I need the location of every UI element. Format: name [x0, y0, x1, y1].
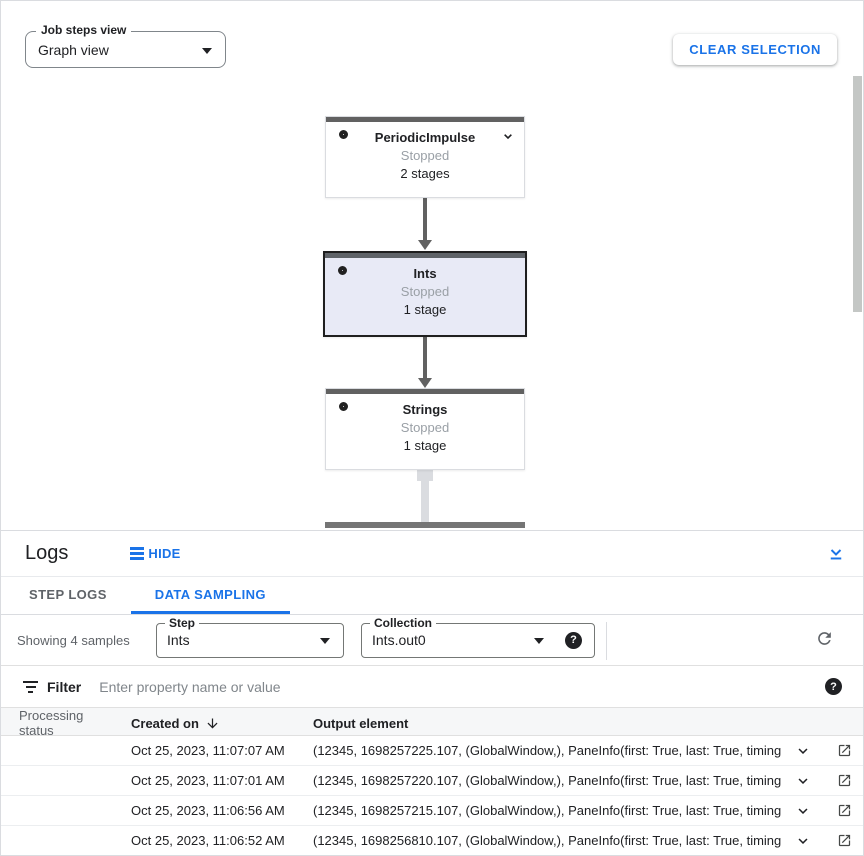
vertical-divider	[606, 622, 607, 660]
table-row[interactable]: Oct 25, 2023, 11:07:01 AM (12345, 169825…	[1, 766, 863, 796]
graph-node-strings[interactable]: Strings Stopped 1 stage	[325, 388, 525, 470]
dropdown-arrow-icon	[534, 638, 544, 644]
node-stage-count: 1 stage	[403, 302, 447, 317]
created-on-cell: Oct 25, 2023, 11:06:56 AM	[131, 803, 285, 818]
output-element-cell: (12345, 1698257215.107, (GlobalWindow,),…	[313, 803, 781, 818]
step-select[interactable]: Step Ints	[156, 615, 344, 658]
expand-row-icon[interactable]	[781, 832, 825, 850]
hide-panel-icon	[130, 547, 145, 560]
partial-node-top-bar	[325, 522, 525, 528]
node-title: Ints	[413, 266, 437, 281]
node-stage-count: 1 stage	[403, 438, 447, 453]
help-icon[interactable]: ?	[825, 678, 842, 695]
created-on-cell: Oct 25, 2023, 11:06:52 AM	[131, 833, 285, 848]
filter-bar: Filter ?	[1, 666, 863, 708]
col-created-on[interactable]: Created on	[113, 716, 295, 731]
samples-summary: Showing 4 samples	[17, 632, 130, 648]
node-status: Stopped	[400, 420, 450, 435]
graph-edge-arrowhead	[418, 240, 432, 250]
collection-select[interactable]: Collection Ints.out0 ?	[361, 615, 595, 658]
dropdown-arrow-icon	[320, 638, 330, 644]
table-row[interactable]: Oct 25, 2023, 11:06:56 AM (12345, 169825…	[1, 796, 863, 826]
node-top-bar	[325, 253, 525, 258]
created-on-cell: Oct 25, 2023, 11:07:07 AM	[131, 743, 285, 758]
graph-edge-arrowhead	[418, 378, 432, 388]
node-status: Stopped	[400, 284, 450, 299]
samples-table: Processing status Created on Output elem…	[1, 708, 863, 855]
graph-node-periodicimpulse[interactable]: PeriodicImpulse Stopped 2 stages	[325, 116, 525, 198]
node-title: Strings	[402, 402, 448, 417]
dropdown-arrow-icon	[202, 47, 212, 54]
stage-ring-icon	[338, 266, 347, 275]
graph-node-ints-selected[interactable]: Ints Stopped 1 stage	[323, 251, 527, 337]
clear-selection-button[interactable]: CLEAR SELECTION	[673, 34, 837, 65]
col-output-element: Output element	[313, 715, 409, 731]
node-title: PeriodicImpulse	[374, 130, 476, 145]
table-row[interactable]: Oct 25, 2023, 11:07:07 AM (12345, 169825…	[1, 736, 863, 766]
job-steps-view-select[interactable]: Job steps view Graph view	[25, 23, 226, 68]
table-header-row: Processing status Created on Output elem…	[1, 708, 863, 738]
node-top-bar	[326, 117, 524, 122]
filter-label: Filter	[47, 678, 82, 695]
col-created-on-label: Created on	[131, 715, 199, 731]
stage-ring-icon	[339, 402, 348, 411]
step-select-label: Step	[165, 615, 200, 630]
open-in-new-icon[interactable]	[825, 803, 863, 818]
collection-select-label: Collection	[370, 615, 437, 630]
step-select-value: Ints	[167, 632, 190, 648]
node-top-bar	[326, 389, 524, 394]
chevron-down-icon[interactable]	[500, 128, 516, 149]
node-stage-count: 2 stages	[400, 166, 450, 181]
logs-header: Logs HIDE	[1, 531, 863, 577]
tab-data-sampling[interactable]: DATA SAMPLING	[130, 577, 290, 614]
created-on-cell: Oct 25, 2023, 11:07:01 AM	[131, 773, 285, 788]
job-graph-canvas[interactable]: PeriodicImpulse Stopped 2 stages Ints St…	[1, 1, 863, 530]
sampling-controls: Showing 4 samples Step Ints Collection I…	[1, 615, 863, 666]
hide-label: HIDE	[148, 546, 181, 561]
logs-panel: Logs HIDE STEP LOGS DATA SAMPLING Showin…	[1, 530, 863, 855]
graph-edge-light	[421, 469, 429, 522]
output-element-cell: (12345, 1698257225.107, (GlobalWindow,),…	[313, 743, 781, 758]
output-element-cell: (12345, 1698257220.107, (GlobalWindow,),…	[313, 773, 781, 788]
graph-edge	[423, 197, 427, 241]
expand-row-icon[interactable]	[781, 742, 825, 760]
help-icon[interactable]: ?	[565, 631, 582, 649]
job-steps-view-value: Graph view	[38, 41, 109, 58]
table-row[interactable]: Oct 25, 2023, 11:06:52 AM (12345, 169825…	[1, 826, 863, 855]
expand-row-icon[interactable]	[781, 772, 825, 790]
sort-arrow-down-icon	[207, 718, 218, 728]
filter-list-icon	[23, 680, 38, 693]
expand-row-icon[interactable]	[781, 802, 825, 820]
open-in-new-icon[interactable]	[825, 833, 863, 848]
graph-edge	[423, 336, 427, 379]
logs-title: Logs	[25, 542, 69, 564]
logs-tab-bar: STEP LOGS DATA SAMPLING	[1, 577, 863, 615]
open-in-new-icon[interactable]	[825, 773, 863, 788]
job-steps-view-label: Job steps view	[36, 23, 132, 37]
collection-select-value: Ints.out0	[372, 632, 426, 648]
graph-scrollbar-thumb[interactable]	[853, 76, 862, 312]
stage-ring-icon	[339, 130, 348, 139]
col-processing-status: Processing status	[19, 708, 84, 738]
filter-input[interactable]	[99, 678, 825, 695]
tab-step-logs[interactable]: STEP LOGS	[29, 586, 107, 602]
open-in-new-icon[interactable]	[825, 743, 863, 758]
hide-logs-button[interactable]: HIDE	[130, 546, 180, 561]
collapse-panel-icon[interactable]	[827, 544, 845, 565]
refresh-icon[interactable]	[815, 629, 834, 648]
node-status: Stopped	[400, 148, 450, 163]
output-element-cell: (12345, 1698256810.107, (GlobalWindow,),…	[313, 833, 781, 848]
